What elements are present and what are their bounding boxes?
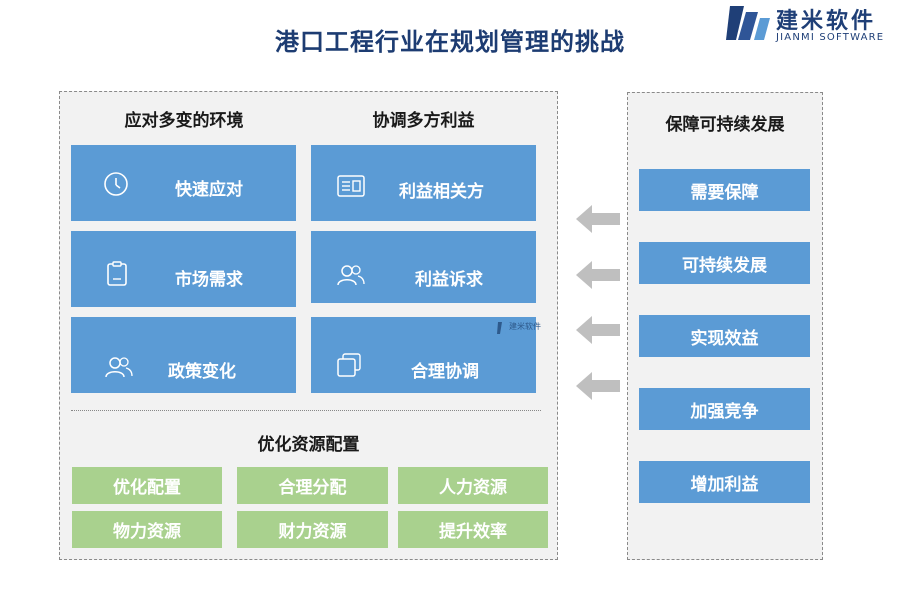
sustainable-item: 实现效益 <box>639 315 810 357</box>
left-arrow-icon <box>576 261 620 289</box>
environment-item-label: 市场需求 <box>175 270 243 290</box>
brand-logo: 建米软件 JIANMI SOFTWARE <box>726 2 898 46</box>
sustainable-item: 需要保障 <box>639 169 810 211</box>
environment-item-label: 快速应对 <box>175 180 243 200</box>
interests-heading: 协调多方利益 <box>372 111 475 131</box>
users-icon <box>337 265 365 286</box>
resources-heading: 优化资源配置 <box>257 435 360 455</box>
logo-text-cn: 建米软件 <box>776 9 877 34</box>
layers-icon <box>337 353 361 377</box>
clipboard-icon <box>107 261 127 286</box>
environment-item-quick-response: 快速应对 <box>71 145 296 221</box>
watermark-logo: 建米软件 <box>497 320 541 336</box>
interests-item-label: 合理协调 <box>411 362 479 382</box>
clock-icon <box>104 172 128 196</box>
interests-item-label: 利益相关方 <box>399 182 484 202</box>
interests-item-appeals: 利益诉求 <box>311 231 536 303</box>
interests-item-label: 利益诉求 <box>415 270 483 290</box>
watermark-text: 建米软件 <box>509 322 541 331</box>
environment-item-market-demand: 市场需求 <box>71 231 296 307</box>
section-divider <box>71 410 541 411</box>
left-arrow-icon <box>576 316 620 344</box>
interests-item-stakeholders: 利益相关方 <box>311 145 536 221</box>
resources-item: 提升效率 <box>398 511 548 548</box>
sustainable-heading: 保障可持续发展 <box>665 115 785 135</box>
id-card-icon <box>337 175 365 197</box>
left-arrow-icon <box>576 205 620 233</box>
left-arrow-icon <box>576 372 620 400</box>
watermark-mark-icon <box>497 322 507 334</box>
environment-heading: 应对多变的环境 <box>124 111 244 131</box>
page-title: 港口工程行业在规划管理的挑战 <box>275 28 625 56</box>
logo-mark-icon <box>726 6 770 40</box>
resources-item: 优化配置 <box>72 467 222 504</box>
resources-item: 人力资源 <box>398 467 548 504</box>
sustainable-item: 增加利益 <box>639 461 810 503</box>
logo-text-en: JIANMI SOFTWARE <box>776 32 885 43</box>
resources-item: 合理分配 <box>237 467 388 504</box>
resources-item: 财力资源 <box>237 511 388 548</box>
people-icon <box>105 357 133 378</box>
environment-item-label: 政策变化 <box>168 362 236 382</box>
sustainable-item: 可持续发展 <box>639 242 810 284</box>
resources-item: 物力资源 <box>72 511 222 548</box>
environment-item-policy-change: 政策变化 <box>71 317 296 393</box>
sustainable-item: 加强竞争 <box>639 388 810 430</box>
